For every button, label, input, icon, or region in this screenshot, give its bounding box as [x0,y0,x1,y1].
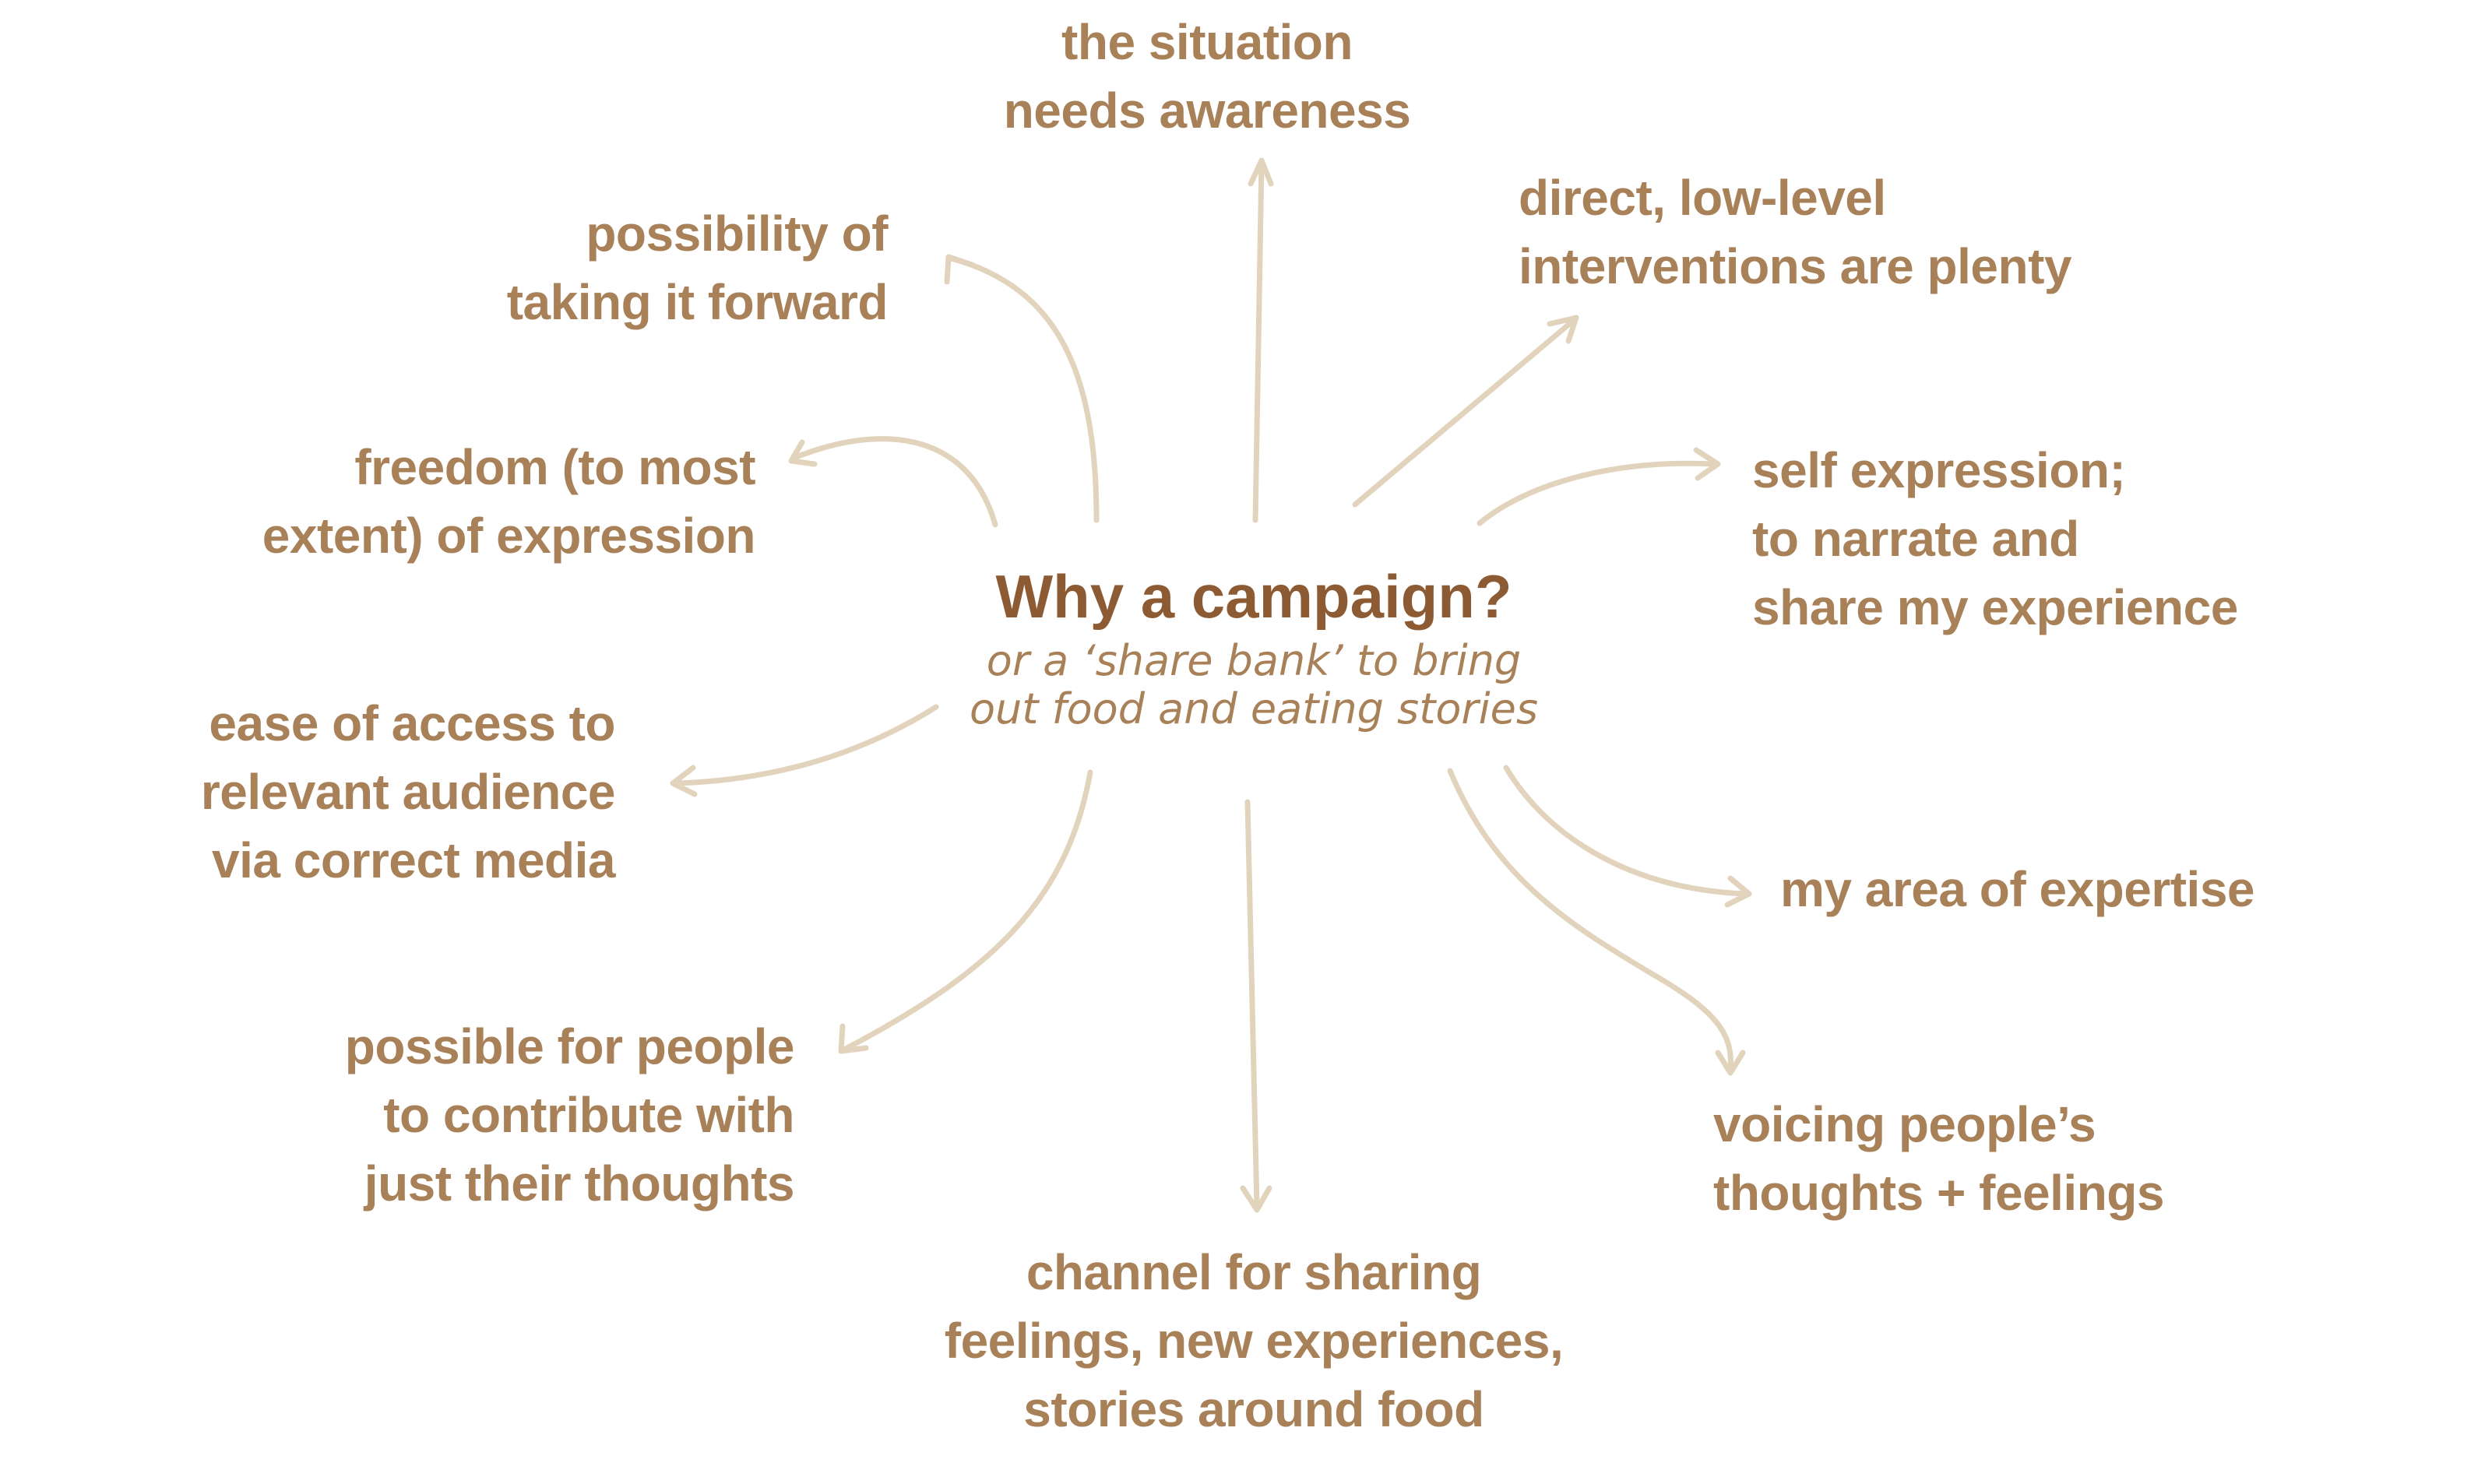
arrow-to-expertise [1503,765,1748,897]
node-interventions: direct, low-level interventions are plen… [1519,170,2071,294]
arrowhead-freedom [788,439,818,467]
arrowhead-channel [1240,1185,1272,1213]
node-expertise: my area of expertise [1780,861,2255,917]
arrowhead-voicing [1715,1050,1746,1076]
arrowhead-contribute [838,1023,869,1054]
arrow-to-access [673,704,939,786]
arrowhead-expertise [1724,875,1752,908]
node-contribute: possible for people to contribute with j… [344,1018,795,1211]
arrow-to-freedom [791,436,998,528]
arrowhead-interventions [1547,315,1579,344]
arrow-to-forward [949,255,1100,523]
node-access: ease of access to relevant audience via … [200,695,616,888]
node-voicing: voicing people’s thoughts + feelings [1713,1096,2164,1221]
arrow-to-contribute [841,769,1093,1053]
arrow-to-interventions [1352,318,1576,508]
arrow-to-channel [1244,799,1260,1210]
center-subtitle: or a ‘share bank’ to bring out food and … [970,636,1538,733]
node-awareness: the situation needs awareness [1003,14,1411,139]
node-forward: possibility of taking it forward [506,206,889,330]
arrow-to-voicing [1447,768,1733,1071]
node-channel: channel for sharing feelings, new experi… [944,1244,1564,1437]
arrowhead-self-expression [1693,447,1721,481]
node-self-expression: self expression; to narrate and share my… [1752,442,2238,635]
center-title: Why a campaign? [995,562,1512,631]
arrowhead-forward [944,254,975,285]
node-freedom: freedom (to most extent) of expression [262,439,756,564]
arrowhead-access [670,765,698,797]
arrowhead-awareness [1248,157,1274,187]
arrow-to-awareness [1252,160,1265,523]
arrow-to-self-expression [1477,460,1716,526]
